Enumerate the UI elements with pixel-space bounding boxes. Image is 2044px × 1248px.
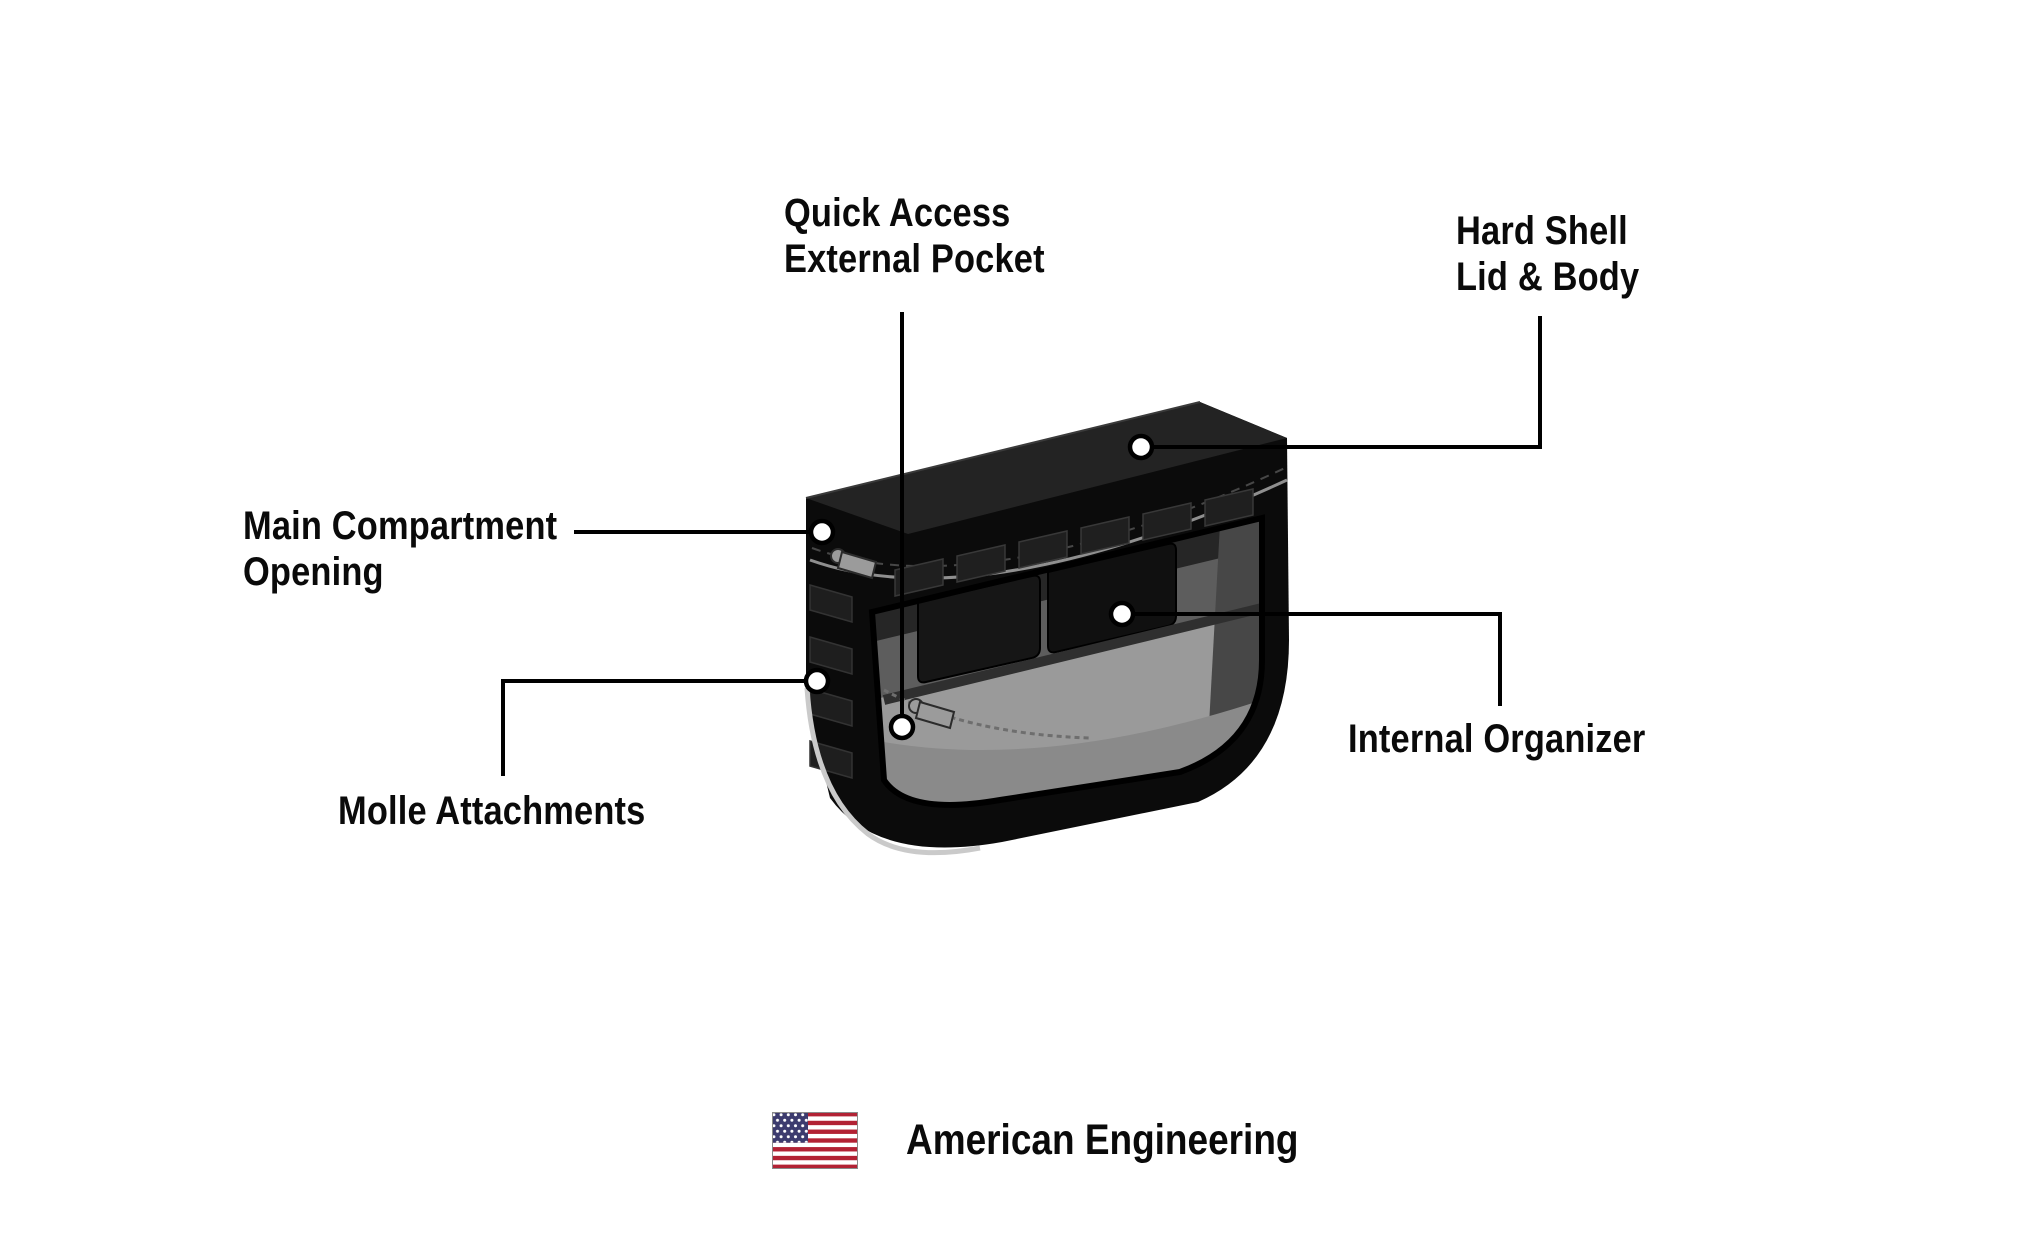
label-quick-access-external-pocket: Quick Access External Pocket xyxy=(784,190,1045,282)
callout-line-internal-organizer xyxy=(1134,612,1502,706)
callout-dot-hard-shell xyxy=(1127,433,1155,461)
label-line: Main Compartment xyxy=(243,504,558,548)
callout-dot-main-compartment xyxy=(808,518,836,546)
callout-connectors xyxy=(501,312,1542,776)
saddlebag-illustration xyxy=(804,401,1289,856)
callout-dots xyxy=(803,433,1155,741)
main-zipper-pull-icon xyxy=(830,548,878,580)
organizer-strap xyxy=(882,603,1262,705)
label-main-compartment-opening: Main Compartment Opening xyxy=(243,503,557,595)
label-line: External Pocket xyxy=(784,237,1045,281)
opening-rim xyxy=(868,514,1265,808)
label-line: Molle Attachments xyxy=(338,789,646,833)
front-molle-row xyxy=(894,488,1254,597)
label-line: Quick Access xyxy=(784,191,1011,235)
bag-lid-top-face xyxy=(806,402,1287,534)
callout-line-hard-shell xyxy=(1153,316,1542,449)
bag-lid-ridge xyxy=(805,401,1201,499)
label-line: Internal Organizer xyxy=(1348,717,1646,761)
quick-access-zipper-track xyxy=(883,688,1091,740)
callout-dot-internal-organizer xyxy=(1108,600,1136,628)
label-line: Opening xyxy=(243,550,384,594)
label-hard-shell-lid-body: Hard Shell Lid & Body xyxy=(1456,208,1639,300)
us-flag-icon xyxy=(772,1112,858,1169)
footer: American Engineering xyxy=(772,1112,1362,1169)
bottom-piping xyxy=(804,687,981,856)
callout-dot-quick-access xyxy=(888,713,916,741)
callout-line-molle xyxy=(501,679,805,776)
organizer-pocket-right xyxy=(1047,542,1177,654)
quick-access-zipper-pull-icon xyxy=(908,698,956,730)
label-line: Hard Shell xyxy=(1456,209,1628,253)
label-line: Lid & Body xyxy=(1456,255,1640,299)
label-internal-organizer: Internal Organizer xyxy=(1348,716,1645,762)
side-molle-column xyxy=(809,584,853,779)
label-molle-attachments: Molle Attachments xyxy=(338,788,645,834)
footer-tagline: American Engineering xyxy=(906,1116,1299,1164)
organizer-pocket-left xyxy=(917,574,1041,684)
callout-dot-molle xyxy=(803,667,831,695)
